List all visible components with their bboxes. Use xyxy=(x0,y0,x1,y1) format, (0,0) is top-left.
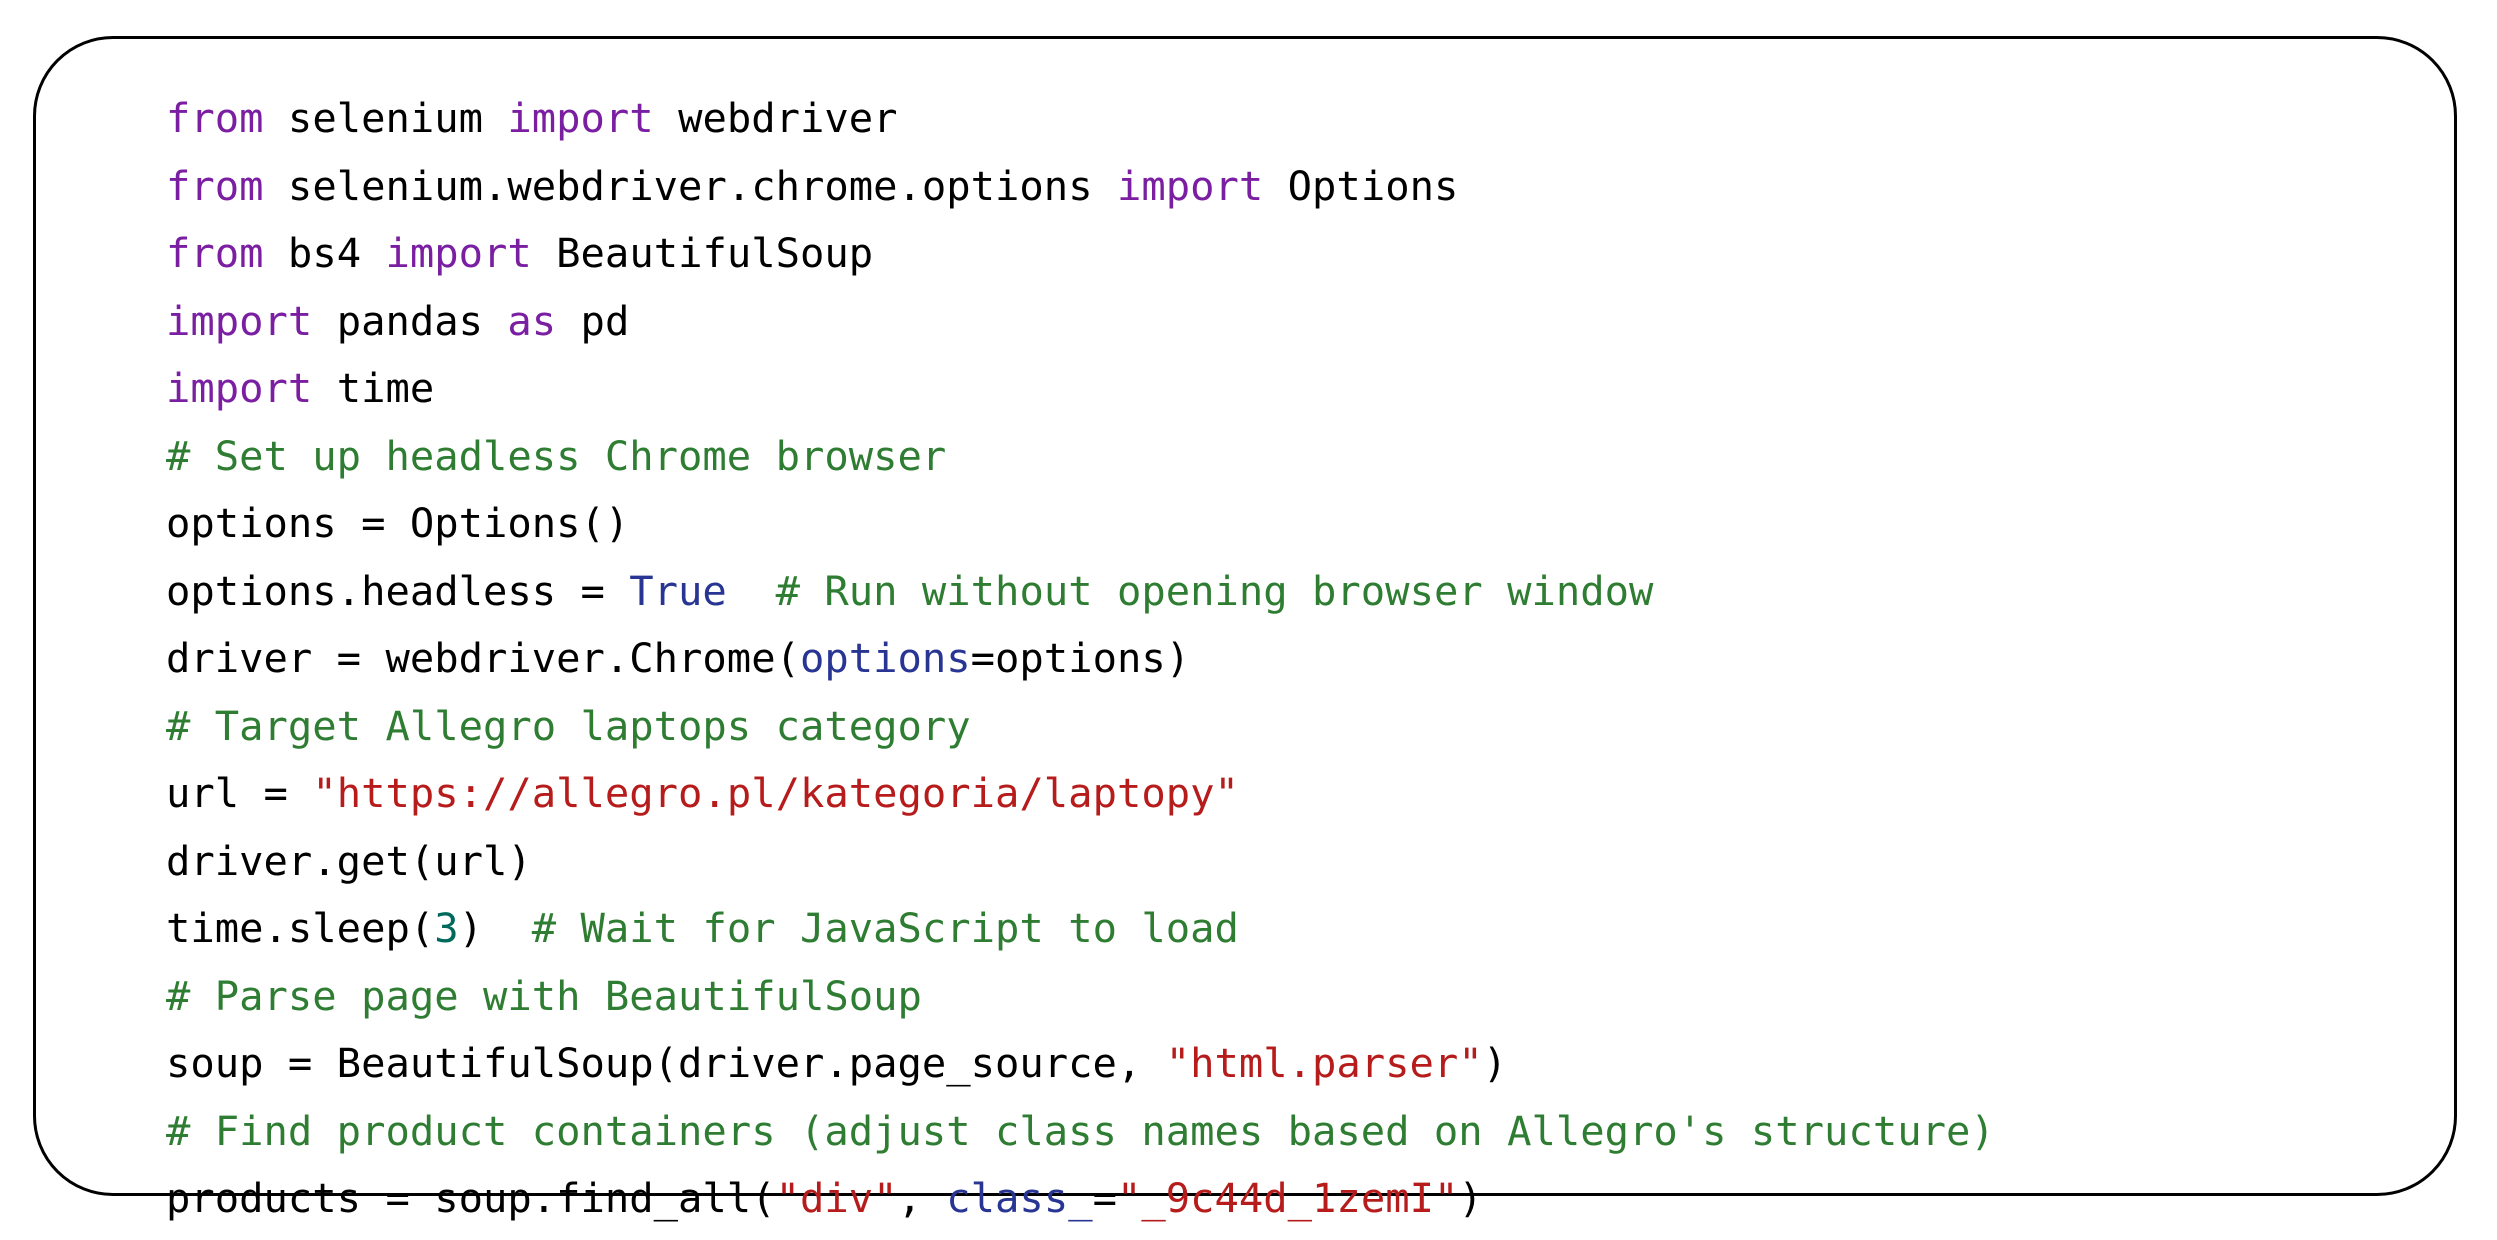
code-line-8: options.headless = True # Run without op… xyxy=(166,558,1995,626)
code-line-4: import pandas as pd xyxy=(166,288,1995,356)
code-text: url = xyxy=(166,769,313,817)
code-comment: # Set up headless Chrome browser xyxy=(166,431,947,480)
code-text: options.headless = xyxy=(166,566,630,615)
code-keyword: import xyxy=(385,229,532,277)
code-line-13: time.sleep(3) # Wait for JavaScript to l… xyxy=(166,895,1995,963)
code-line-14: # Parse page with BeautifulSoup xyxy=(166,963,1995,1031)
code-text: ) xyxy=(1458,1174,1483,1222)
code-comment: # Parse page with BeautifulSoup xyxy=(166,971,922,1020)
code-keyword: import xyxy=(166,364,313,412)
code-string: "https://allegro.pl/kategoria/laptopy" xyxy=(312,769,1239,817)
code-comment: # Run without opening browser window xyxy=(775,566,1654,615)
code-parameter: options xyxy=(799,634,971,682)
code-text: Options xyxy=(1263,161,1459,210)
code-line-5: import time xyxy=(166,355,1995,423)
code-string: "div" xyxy=(775,1174,898,1222)
code-text: pandas xyxy=(312,296,508,345)
code-text: selenium xyxy=(263,94,508,142)
code-line-7: options = Options() xyxy=(166,490,1995,558)
code-string: "html.parser" xyxy=(1165,1039,1483,1087)
code-line-17: products = soup.find_all("div", class_="… xyxy=(166,1165,1995,1233)
code-text: pd xyxy=(556,296,630,345)
code-line-3: from bs4 import BeautifulSoup xyxy=(166,220,1995,288)
code-keyword: from xyxy=(166,229,264,277)
code-keyword: import xyxy=(166,296,313,345)
code-text: time.sleep( xyxy=(166,904,435,952)
code-line-16: # Find product containers (adjust class … xyxy=(166,1098,1995,1166)
code-line-1: from selenium import webdriver xyxy=(166,85,1995,153)
code-text: = xyxy=(1092,1174,1117,1222)
code-line-15: soup = BeautifulSoup(driver.page_source,… xyxy=(166,1030,1995,1098)
code-text: options = Options() xyxy=(166,499,630,547)
code-keyword: from xyxy=(166,94,264,142)
code-text: selenium.webdriver.chrome.options xyxy=(263,161,1117,210)
code-comment: # Target Allegro laptops category xyxy=(166,701,971,750)
code-line-12: driver.get(url) xyxy=(166,828,1995,896)
code-text: =options) xyxy=(970,634,1191,682)
code-line-11: url = "https://allegro.pl/kategoria/lapt… xyxy=(166,760,1995,828)
code-text: soup = BeautifulSoup(driver.page_source, xyxy=(166,1039,1166,1087)
code-parameter: class_ xyxy=(946,1174,1093,1222)
code-text xyxy=(727,567,776,615)
code-comment: # Find product containers (adjust class … xyxy=(166,1106,1995,1155)
code-text: products = soup.find_all( xyxy=(166,1174,776,1222)
code-number: 3 xyxy=(434,904,459,952)
code-string: "_9c44d_1zemI" xyxy=(1116,1174,1459,1222)
code-text: BeautifulSoup xyxy=(531,229,874,277)
code-keyword: as xyxy=(507,296,557,345)
code-line-2: from selenium.webdriver.chrome.options i… xyxy=(166,153,1995,221)
code-text: , xyxy=(897,1174,947,1222)
code-text: ) xyxy=(458,904,532,952)
code-line-6: # Set up headless Chrome browser xyxy=(166,423,1995,491)
code-line-10: # Target Allegro laptops category xyxy=(166,693,1995,761)
code-keyword: import xyxy=(507,94,654,142)
code-constant: True xyxy=(629,566,727,615)
code-text: webdriver xyxy=(653,94,898,142)
code-line-9: driver = webdriver.Chrome(options=option… xyxy=(166,625,1995,693)
code-text: time xyxy=(312,364,435,412)
code-text: ) xyxy=(1482,1039,1508,1087)
code-comment: # Wait for JavaScript to load xyxy=(531,904,1239,952)
code-text: driver.get(url) xyxy=(166,836,532,885)
code-text: bs4 xyxy=(263,229,386,277)
code-keyword: from xyxy=(166,161,264,210)
code-keyword: import xyxy=(1116,161,1264,210)
code-text: driver = webdriver.Chrome( xyxy=(166,634,800,682)
